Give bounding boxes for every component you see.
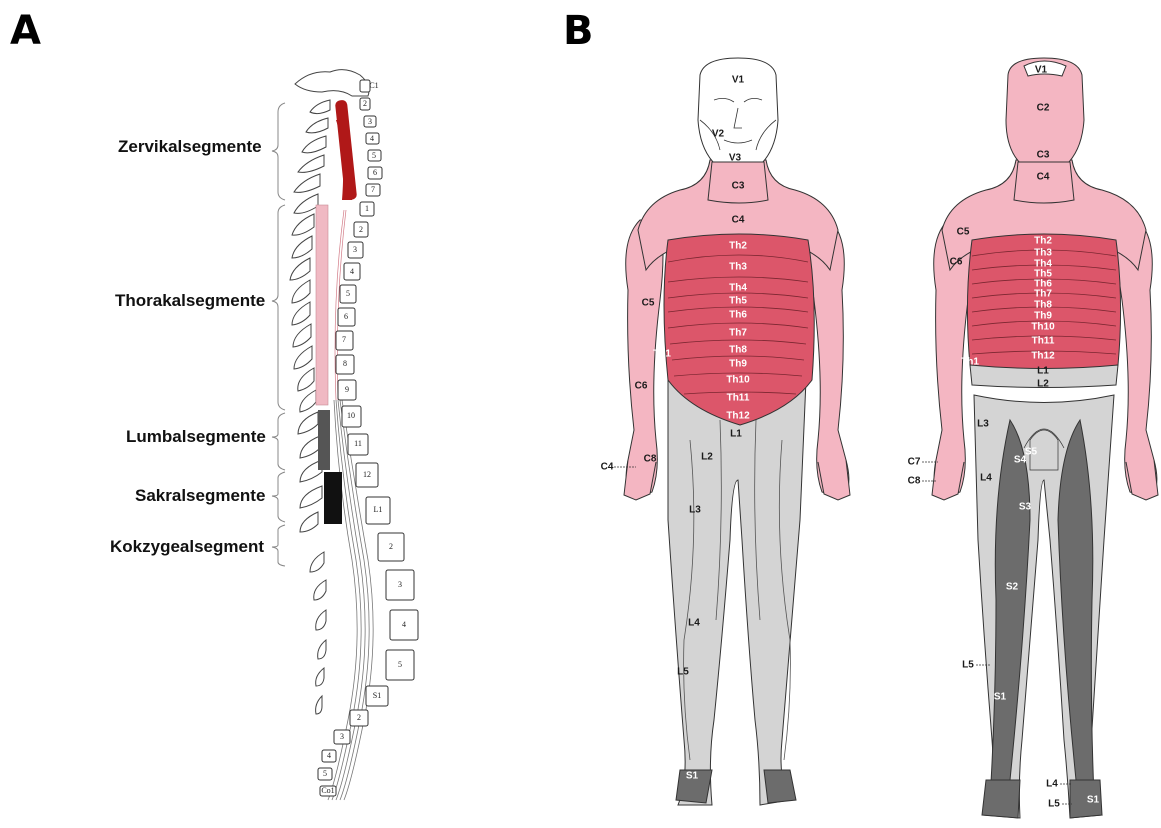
back-label-Th12: Th12 <box>1031 351 1055 362</box>
front-label-V3: V3 <box>729 153 742 164</box>
back-label-S1: S1 <box>994 692 1007 703</box>
svg-text:3: 3 <box>340 732 344 741</box>
front-label-V1: V1 <box>732 75 745 86</box>
front-label-C4-hand: C4 <box>601 462 614 473</box>
svg-text:7: 7 <box>371 185 375 194</box>
svg-text:8: 8 <box>343 359 347 368</box>
front-label-Th2: Th2 <box>729 241 747 252</box>
back-label-C4: C4 <box>1037 172 1050 183</box>
back-label-S3: S3 <box>1019 502 1032 513</box>
segment-brackets <box>272 103 285 566</box>
back-label-Th3: Th3 <box>1034 248 1052 259</box>
svg-text:4: 4 <box>370 134 374 143</box>
back-label-L2: L2 <box>1037 379 1049 390</box>
svg-text:2: 2 <box>359 225 363 234</box>
back-dark-stripe-right <box>1058 420 1094 796</box>
back-label-L5: L5 <box>962 660 974 671</box>
svg-text:11: 11 <box>354 439 362 448</box>
back-label-L4-foot: L4 <box>1046 779 1058 790</box>
back-label-C7: C7 <box>908 457 921 468</box>
front-label-C4: C4 <box>732 215 745 226</box>
front-label-Th4: Th4 <box>729 283 747 294</box>
svg-text:9: 9 <box>345 385 349 394</box>
svg-text:5: 5 <box>346 289 350 298</box>
svg-text:6: 6 <box>373 168 377 177</box>
svg-text:6: 6 <box>344 312 348 321</box>
front-label-C5: C5 <box>642 298 655 309</box>
svg-text:3: 3 <box>398 580 402 589</box>
back-label-Th7: Th7 <box>1034 289 1052 300</box>
svg-text:10: 10 <box>347 411 355 420</box>
vertebral-bodies <box>318 80 418 796</box>
front-label-S1: S1 <box>686 771 699 782</box>
front-right-foot <box>764 770 796 803</box>
cord-thoracic <box>316 205 328 405</box>
back-label-Th11: Th11 <box>1032 336 1055 347</box>
front-label-C6: C6 <box>635 381 648 392</box>
front-label-L5: L5 <box>677 667 689 678</box>
back-label-L5-foot: L5 <box>1048 799 1060 810</box>
front-label-Th10: Th10 <box>726 375 750 386</box>
front-label-L1: L1 <box>730 429 742 440</box>
back-label-Th10: Th10 <box>1031 322 1055 333</box>
svg-text:4: 4 <box>402 620 406 629</box>
front-label-C8: C8 <box>644 454 657 465</box>
back-label-L1: L1 <box>1037 366 1049 377</box>
front-label-Th7: Th7 <box>729 328 747 339</box>
front-label-V2: V2 <box>712 129 725 140</box>
back-label-V1: V1 <box>1035 65 1048 76</box>
back-label-S5: S5 <box>1025 447 1038 458</box>
front-label-Th6: Th6 <box>729 310 747 321</box>
back-label-C8: C8 <box>908 476 921 487</box>
cord-lumbar <box>318 410 330 470</box>
back-label-Th1: Th1 <box>961 357 979 368</box>
spinous-processes <box>290 100 330 714</box>
back-label-L4: L4 <box>980 473 992 484</box>
back-label-Th9: Th9 <box>1034 311 1052 322</box>
svg-text:12: 12 <box>363 470 371 479</box>
spine-diagram: C1 2 3 4 5 6 7 1 2 3 4 5 6 7 8 9 10 11 1… <box>272 70 418 800</box>
back-label-C5: C5 <box>957 227 970 238</box>
front-label-Th12: Th12 <box>726 411 750 422</box>
back-label-S2: S2 <box>1006 582 1019 593</box>
skull-base <box>295 70 369 96</box>
front-label-Th5: Th5 <box>729 296 747 307</box>
svg-text:1: 1 <box>365 204 369 213</box>
front-label-Th3: Th3 <box>729 262 747 273</box>
svg-text:2: 2 <box>357 713 361 722</box>
back-label-S1-foot: S1 <box>1087 795 1100 806</box>
svg-text:S1: S1 <box>373 691 381 700</box>
front-label-C3: C3 <box>732 181 745 192</box>
cord-sacral <box>324 472 342 524</box>
front-label-L2: L2 <box>701 452 713 463</box>
back-label-C6: C6 <box>950 257 963 268</box>
back-label-Th8: Th8 <box>1034 300 1052 311</box>
front-label-Th9: Th9 <box>729 359 747 370</box>
svg-text:2: 2 <box>389 542 393 551</box>
front-legs <box>668 380 806 805</box>
svg-text:3: 3 <box>353 245 357 254</box>
svg-text:Co1: Co1 <box>321 786 334 795</box>
svg-text:3: 3 <box>368 117 372 126</box>
svg-text:5: 5 <box>372 151 376 160</box>
front-label-L3: L3 <box>689 505 701 516</box>
back-label-L3: L3 <box>977 419 989 430</box>
svg-text:C1: C1 <box>369 81 378 90</box>
svg-text:4: 4 <box>350 267 354 276</box>
back-label-C3: C3 <box>1037 150 1050 161</box>
svg-text:4: 4 <box>327 751 331 760</box>
front-label-L4: L4 <box>688 618 700 629</box>
svg-text:5: 5 <box>398 660 402 669</box>
front-label-Th11: Th11 <box>727 393 750 404</box>
svg-text:2: 2 <box>363 99 367 108</box>
front-label-Th1: Th1 <box>653 349 671 360</box>
svg-text:7: 7 <box>342 335 346 344</box>
front-label-Th8: Th8 <box>729 345 747 356</box>
back-label-Th2: Th2 <box>1034 236 1052 247</box>
back-label-C2: C2 <box>1037 103 1050 114</box>
svg-text:5: 5 <box>323 769 327 778</box>
svg-text:L1: L1 <box>374 505 383 514</box>
